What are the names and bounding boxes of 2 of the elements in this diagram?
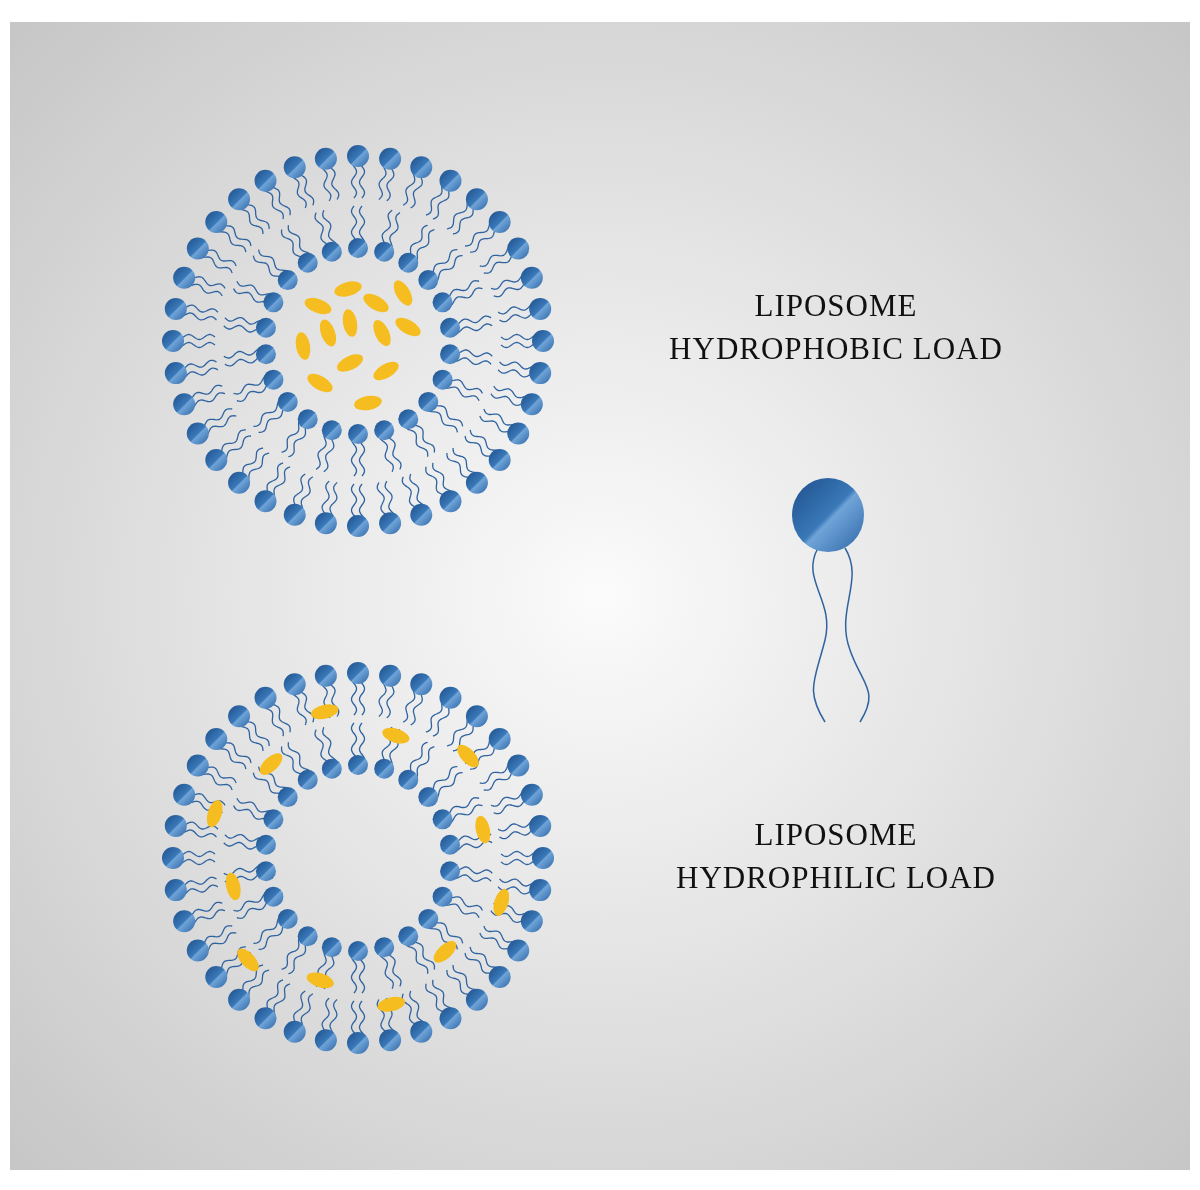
liposome-label: LIPOSOME HYDROPHILIC LOAD [675,816,997,897]
liposome-label: LIPOSOME HYDROPHOBIC LOAD [668,287,1004,368]
